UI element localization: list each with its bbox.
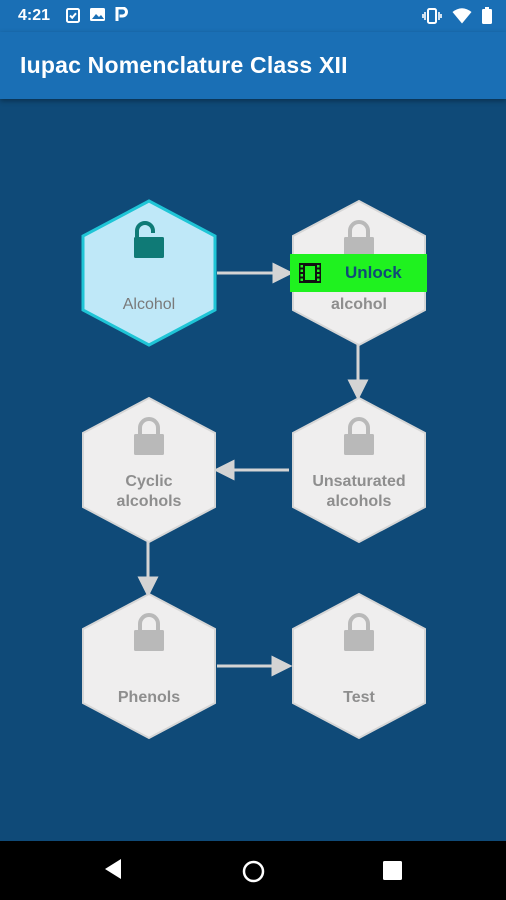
back-triangle-icon — [105, 859, 121, 879]
node-test[interactable]: Test — [289, 591, 429, 741]
node-label: Cyclic alcohols — [116, 473, 182, 510]
lock-icon — [134, 417, 164, 455]
app-title: Iupac Nomenclature Class XII — [20, 52, 348, 78]
task-icon — [66, 7, 80, 23]
film-strip-icon — [299, 263, 321, 283]
node-label: alcohol — [330, 296, 387, 313]
app-bar: Iupac Nomenclature Class XII — [0, 32, 506, 99]
recents-square-icon — [383, 861, 402, 880]
lock-icon — [344, 613, 374, 651]
node-alcohol[interactable]: Alcohol — [79, 198, 219, 348]
lock-icon — [344, 417, 374, 455]
home-button[interactable] — [242, 860, 265, 888]
node-label: Test — [343, 689, 375, 706]
node-label: Unsaturated alcohols — [312, 473, 406, 510]
parking-icon — [115, 7, 128, 23]
vibrate-icon — [422, 7, 442, 24]
unlock-button[interactable]: Unlock — [290, 254, 427, 292]
recents-button[interactable] — [383, 861, 402, 885]
lock-icon — [344, 220, 374, 258]
home-circle-icon — [242, 860, 265, 883]
node-label: Phenols — [117, 689, 181, 706]
status-bar: 4:21 — [0, 0, 506, 32]
lock-icon — [134, 613, 164, 651]
back-button[interactable] — [103, 858, 123, 885]
connector-arrows — [137, 262, 369, 677]
battery-icon — [482, 7, 492, 24]
lesson-map: Alcohol alcohol Unlock — [0, 99, 506, 841]
node-phenols[interactable]: Phenols — [79, 591, 219, 741]
wifi-icon — [452, 7, 472, 24]
node-cyclic-alcohols[interactable]: Cyclic alcohols — [79, 395, 219, 545]
navigation-bar — [0, 841, 506, 900]
system-status-icons — [422, 7, 492, 24]
status-time: 4:21 — [18, 7, 51, 24]
unlock-label: Unlock — [345, 263, 402, 282]
unlocked-lock-icon — [134, 221, 164, 258]
image-icon — [89, 7, 106, 23]
node-unsaturated-alcohols[interactable]: Unsaturated alcohols — [289, 395, 429, 545]
notification-icons — [66, 7, 128, 23]
node-label: Alcohol — [122, 296, 176, 313]
